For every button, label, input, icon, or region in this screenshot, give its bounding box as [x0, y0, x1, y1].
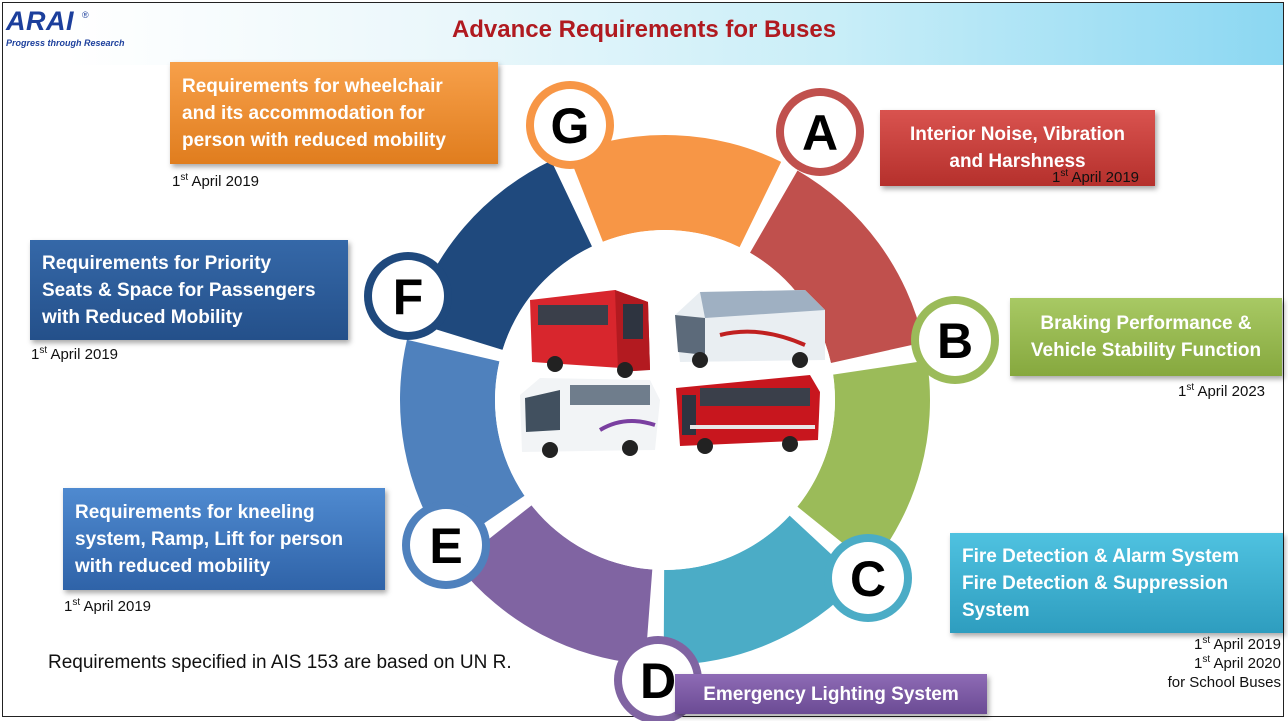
letter-circle-b: B [911, 296, 999, 384]
date-b: 1st April 2023 [1178, 382, 1266, 401]
cycle-ring [400, 135, 930, 665]
ring-segment-f [411, 160, 593, 350]
requirement-box-g: Requirements for wheelchair and its acco… [170, 62, 498, 164]
requirement-box-f: Requirements for Priority Seats & Space … [30, 240, 348, 340]
requirement-box-d: Emergency Lighting System [675, 674, 987, 714]
letter-circle-a: A [776, 88, 864, 176]
header-bar [3, 3, 1283, 65]
ring-segment-e [400, 339, 525, 550]
letter-label: C [850, 551, 886, 607]
ring-segment-g [568, 135, 782, 248]
letter-circles: A B C D E F G [364, 81, 999, 721]
arai-logo: ARAI [6, 6, 74, 36]
footnote: Requirements specified in AIS 153 are ba… [48, 652, 512, 673]
date-g: 1st April 2019 [172, 172, 260, 191]
requirement-box-b: Braking Performance & Vehicle Stability … [1010, 298, 1282, 376]
bus-image-red-city [676, 375, 820, 454]
ring-segment-d [456, 505, 653, 665]
letter-circle-g: G [526, 81, 614, 169]
letter-circle-e: E [402, 501, 490, 589]
letter-label: D [640, 653, 676, 709]
date-e: 1st April 2019 [64, 597, 152, 616]
ring-segment-b [797, 360, 930, 567]
letter-label: E [429, 518, 462, 574]
logo-registered-mark: ® [82, 10, 89, 20]
requirement-box-c: Fire Detection & Alarm System Fire Detec… [950, 533, 1283, 633]
bus-image-silver [520, 378, 660, 458]
date-f: 1st April 2019 [31, 345, 119, 364]
letter-label: F [393, 269, 424, 325]
letter-circle-f: F [364, 252, 452, 340]
bus-image-white-coach [675, 290, 825, 368]
letter-label: A [802, 105, 838, 161]
date-c: 1st April 2019 1st April 2020 for School… [1167, 635, 1281, 692]
letter-label: G [551, 98, 590, 154]
requirement-box-a: Interior Noise, Vibration and Harshness [880, 110, 1155, 186]
page-title: Advance Requirements for Buses [451, 16, 837, 43]
letter-circle-c: C [824, 534, 912, 622]
date-a: 1st April 2019 [1052, 168, 1140, 187]
ring-segment-a [750, 170, 924, 363]
ring-segment-c [663, 515, 860, 665]
bus-image-red [530, 290, 650, 378]
requirement-box-e: Requirements for kneeling system, Ramp, … [63, 488, 385, 590]
logo-tagline: Progress through Research [6, 38, 125, 48]
letter-label: B [937, 313, 973, 369]
